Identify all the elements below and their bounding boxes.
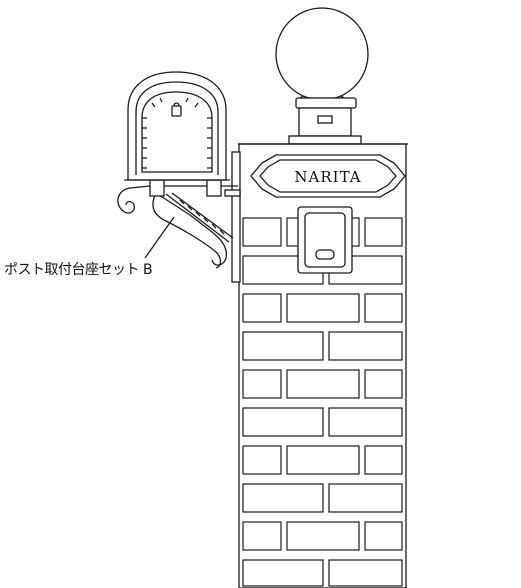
brick: [242, 331, 324, 361]
brick: [364, 445, 403, 475]
brick: [286, 445, 360, 475]
nameplate: NARITA: [250, 154, 406, 198]
brick: [286, 369, 360, 399]
brick: [364, 293, 403, 323]
brick: [328, 483, 403, 513]
brick: [242, 369, 282, 399]
callout-leader-line: [144, 216, 175, 259]
mounting-bracket: [117, 151, 241, 283]
nameplate-text: NARITA: [294, 168, 361, 186]
brick: [364, 217, 403, 247]
callout-label: ポスト取付台座セット B: [4, 262, 153, 278]
brick: [242, 521, 282, 551]
brick: [328, 559, 403, 587]
brick: [286, 521, 360, 551]
brick: [242, 217, 282, 247]
brick: [328, 331, 403, 361]
brick: [242, 483, 324, 513]
brick: [242, 407, 324, 437]
brick: [364, 521, 403, 551]
brick: [286, 293, 360, 323]
brick: [242, 293, 282, 323]
brick: [242, 559, 324, 587]
brick: [242, 445, 282, 475]
globe-lamp: [275, 7, 369, 145]
intercom-panel: [297, 206, 353, 274]
mailbox: [124, 71, 230, 181]
brick: [328, 407, 403, 437]
brick: [364, 369, 403, 399]
